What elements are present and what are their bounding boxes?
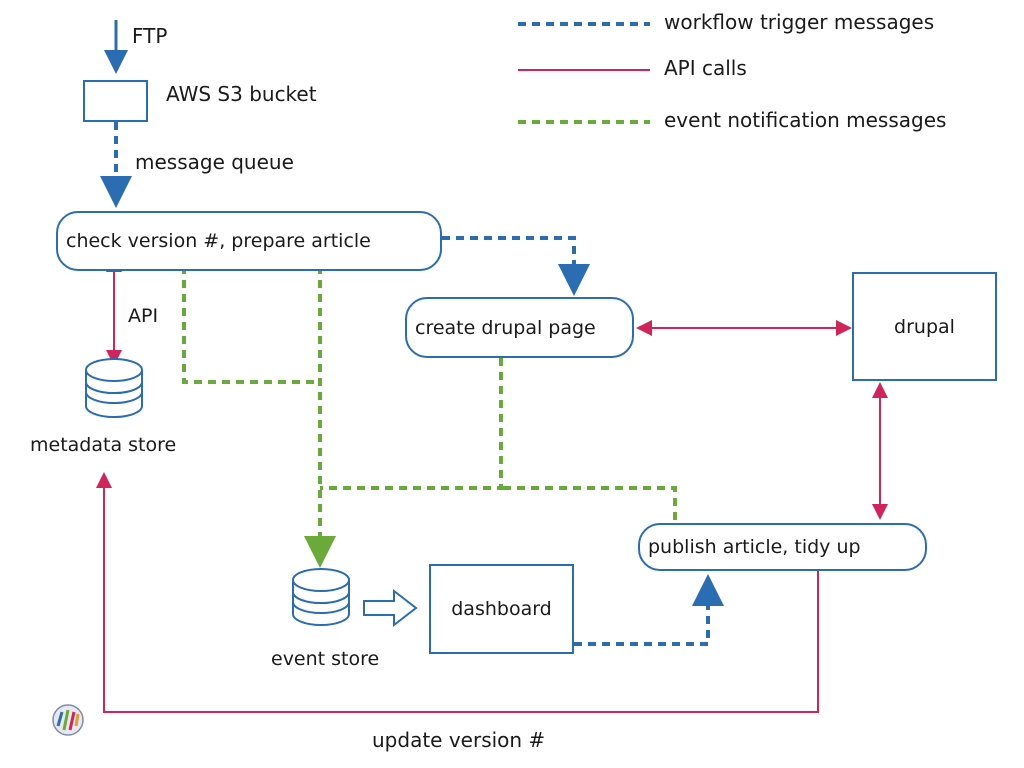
event-create-to-store	[320, 358, 503, 490]
metadata-store-label: metadata store	[30, 434, 177, 456]
event-publish-to-store	[501, 486, 677, 520]
event-check-left	[182, 252, 320, 384]
s3-bucket-label: AWS S3 bucket	[166, 82, 317, 106]
publish-article-node: publish article, tidy up	[638, 523, 927, 571]
s3-bucket-node	[83, 80, 148, 122]
update-version-label: update version #	[372, 728, 546, 752]
event-store-label: event store	[271, 648, 380, 670]
drupal-node: drupal	[852, 272, 997, 381]
message-queue-label: message queue	[135, 150, 294, 174]
trigger-check-to-create	[442, 236, 590, 296]
block-arrow-right-icon	[363, 588, 418, 628]
api-update-version	[96, 472, 819, 713]
check-version-node: check version #, prepare article	[56, 211, 442, 271]
database-icon	[292, 568, 350, 626]
globe-logo-icon	[52, 704, 84, 736]
create-drupal-page-node: create drupal page	[405, 297, 634, 358]
legend-trigger-label: workflow trigger messages	[664, 10, 935, 34]
legend-api-label: API calls	[664, 56, 747, 80]
legend-event-label: event notification messages	[664, 108, 947, 132]
trigger-dashboard-to-publish	[574, 574, 724, 646]
api-edge-label: API	[128, 305, 159, 327]
database-icon	[85, 358, 143, 418]
ftp-label: FTP	[132, 24, 168, 48]
dashboard-node: dashboard	[429, 564, 574, 654]
